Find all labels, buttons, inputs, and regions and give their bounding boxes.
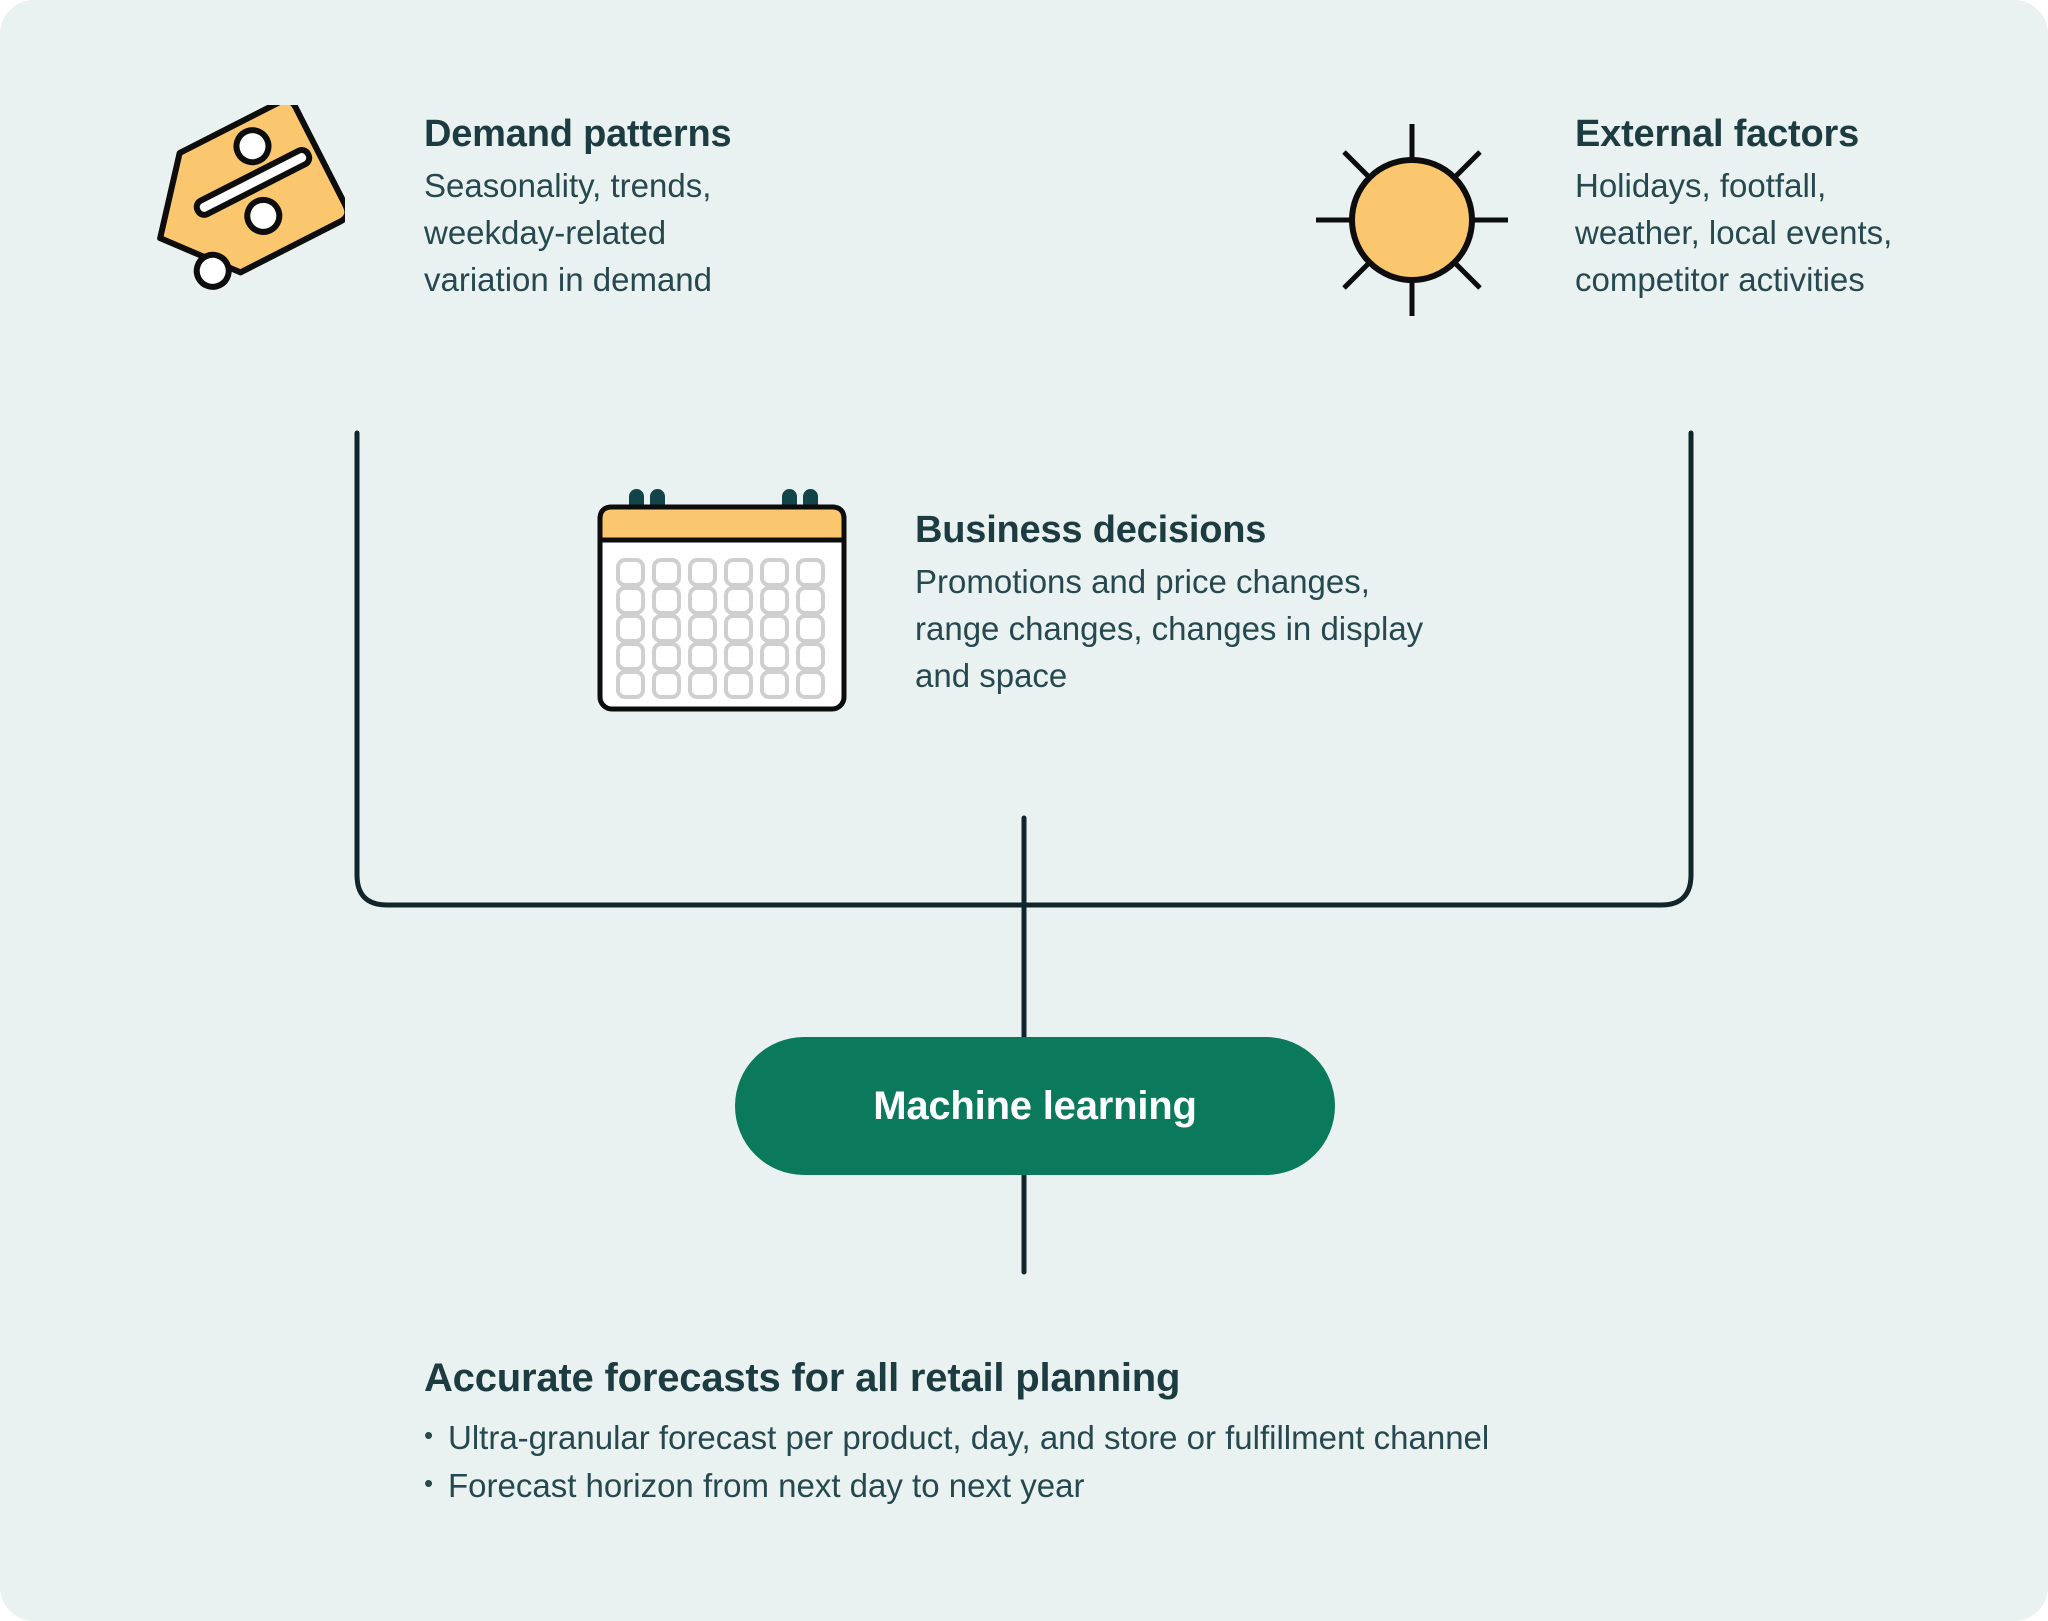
list-item: Forecast horizon from next day to next y… (424, 1462, 1824, 1510)
output-bullet-list: Ultra-granular forecast per product, day… (424, 1414, 1824, 1510)
demand-patterns-title: Demand patterns (424, 113, 732, 155)
output-title: Accurate forecasts for all retail planni… (424, 1356, 1181, 1400)
price-tag-icon (125, 97, 351, 300)
sun-icon (1302, 110, 1522, 335)
machine-learning-node: Machine learning (735, 1037, 1335, 1175)
calendar-icon (592, 487, 852, 722)
output-block: Accurate forecasts for all retail planni… (424, 1355, 1824, 1510)
demand-patterns-block: Demand patterns Seasonality, trends, wee… (424, 112, 904, 303)
external-factors-title: External factors (1575, 113, 1860, 155)
business-decisions-block: Business decisions Promotions and price … (915, 508, 1515, 699)
machine-learning-label: Machine learning (873, 1083, 1197, 1128)
external-factors-block: External factors Holidays, footfall, wea… (1575, 112, 2025, 303)
list-item: Ultra-granular forecast per product, day… (424, 1414, 1824, 1462)
external-factors-description: Holidays, footfall, weather, local event… (1575, 166, 1893, 298)
demand-patterns-description: Seasonality, trends, weekday-related var… (424, 166, 713, 298)
business-decisions-title: Business decisions (915, 509, 1267, 551)
business-decisions-description: Promotions and price changes, range chan… (915, 562, 1424, 694)
